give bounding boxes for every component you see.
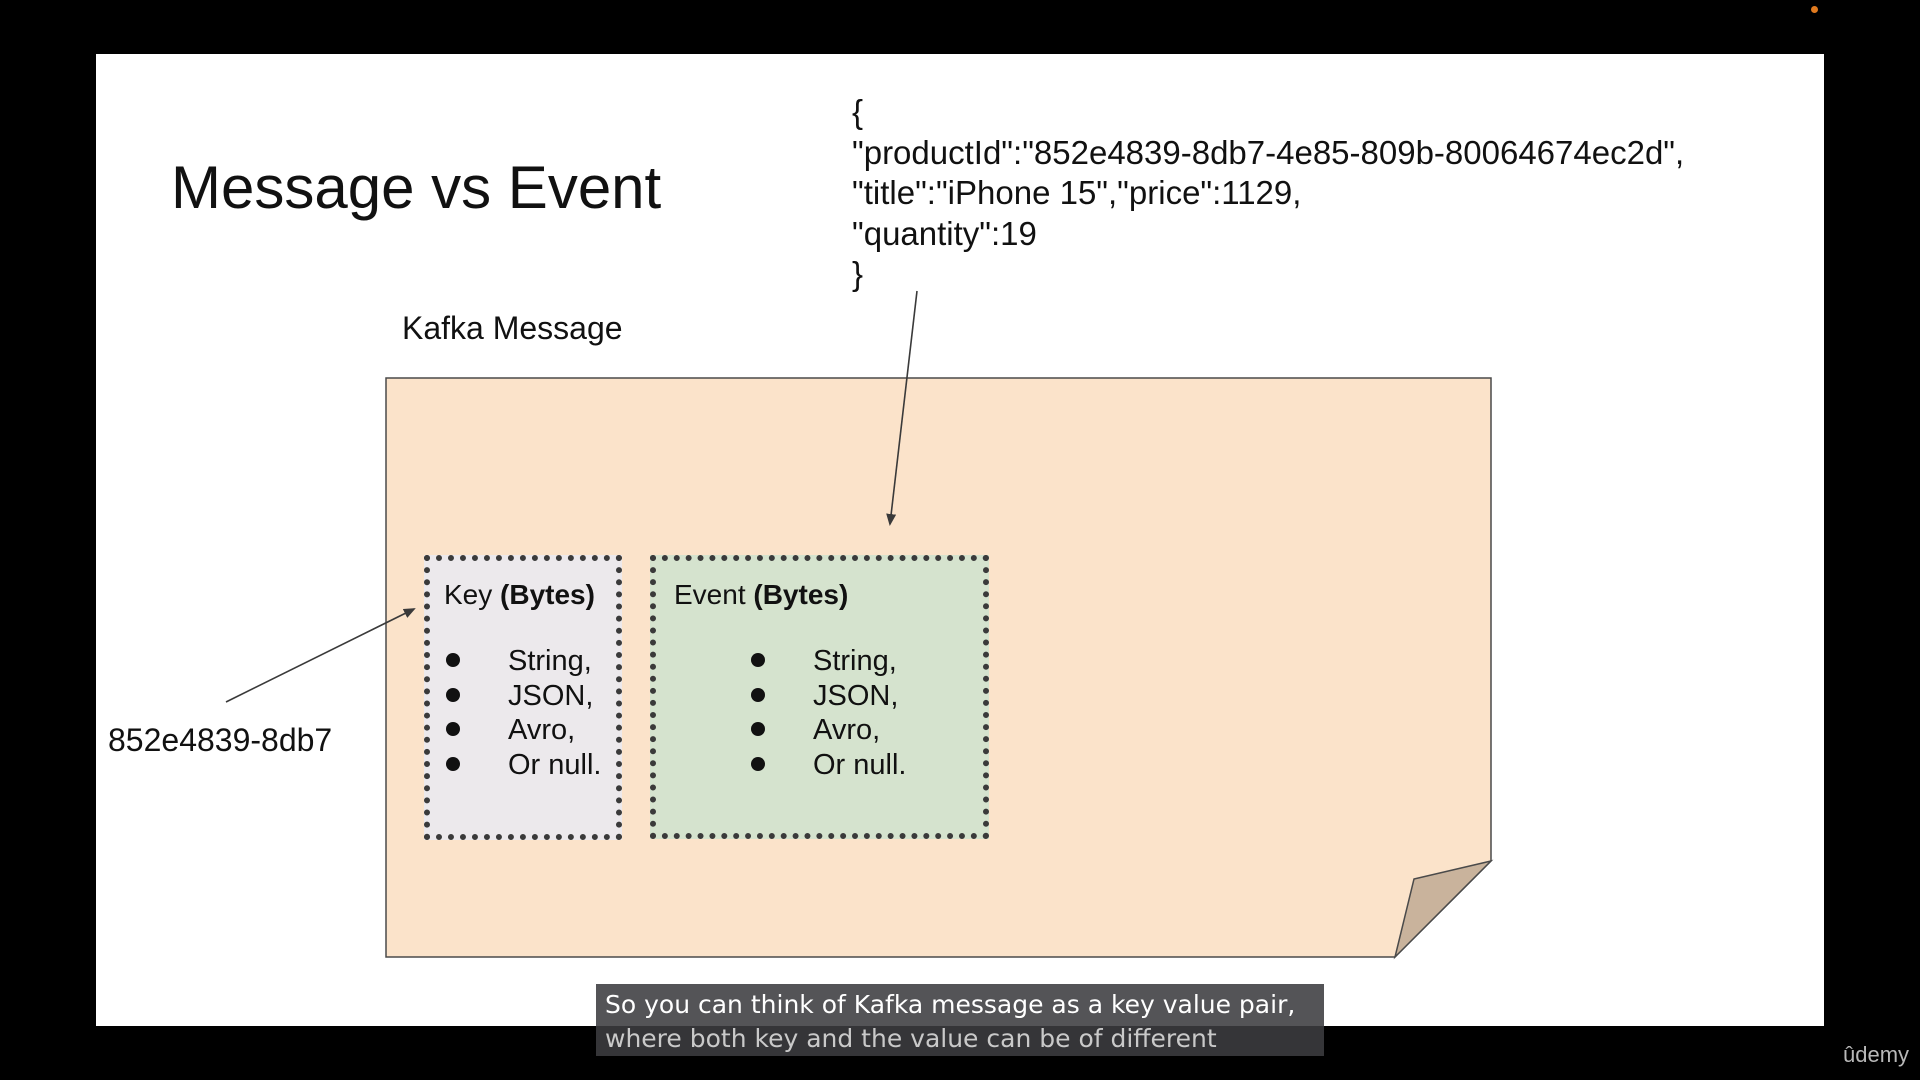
list-item: String,: [751, 644, 906, 679]
list-item: Avro,: [446, 713, 601, 748]
bullet-icon: [446, 653, 460, 668]
list-item: JSON,: [446, 679, 601, 714]
bullet-icon: [446, 756, 460, 771]
caption-line: where both key and the value can be of d…: [605, 1024, 1217, 1053]
caption-line: So you can think of Kafka message as a k…: [605, 990, 1296, 1019]
list-item-text: JSON,: [813, 679, 899, 712]
bullet-icon: [446, 722, 460, 737]
json-line: {: [852, 93, 864, 130]
caption-box: So you can think of Kafka message as a k…: [596, 984, 1324, 1056]
recording-indicator: [1811, 6, 1818, 13]
json-line: "productId":"852e4839-8db7-4e85-809b-800…: [852, 133, 1685, 171]
list-item-text: String,: [508, 645, 592, 677]
json-payload: { "productId":"852e4839-8db7-4e85-809b-8…: [852, 92, 1684, 295]
slide-title: Message vs Event: [171, 154, 662, 221]
kafka-message-label: Kafka Message: [402, 310, 623, 346]
list-item-text: Or null.: [813, 748, 907, 781]
list-item-text: Or null.: [508, 748, 602, 781]
key-example-value: 852e4839-8db7: [108, 722, 333, 758]
list-item: Or null.: [751, 748, 906, 783]
list-item: Or null.: [446, 748, 601, 783]
json-line: "quantity":19: [852, 214, 1037, 252]
key-type-list: String, JSON, Avro, Or null.: [446, 644, 601, 782]
key-title-text: Key: [444, 579, 493, 610]
bullet-icon: [446, 687, 460, 702]
udemy-logo: ûdemy: [1843, 1042, 1910, 1067]
event-box-title: Event (Bytes): [674, 579, 848, 611]
list-item-text: String,: [813, 645, 897, 677]
list-item-text: Avro,: [508, 714, 576, 746]
key-box: Key (Bytes) String, JSON, Avro, Or null.: [424, 555, 622, 840]
list-item: String,: [446, 644, 601, 679]
event-title-text: Event: [674, 579, 746, 610]
event-type-list: String, JSON, Avro, Or null.: [751, 644, 906, 782]
bullet-icon: [751, 687, 765, 702]
bullet-icon: [751, 653, 765, 668]
json-line: }: [852, 255, 864, 292]
list-item-text: JSON,: [508, 679, 594, 712]
key-box-title: Key (Bytes): [444, 579, 595, 611]
event-title-bytes: (Bytes): [753, 579, 849, 610]
event-box: Event (Bytes) String, JSON, Avro, Or nul…: [650, 555, 989, 839]
bullet-icon: [751, 722, 765, 737]
list-item: Avro,: [751, 713, 906, 748]
list-item: JSON,: [751, 679, 906, 714]
json-line: "title":"iPhone 15","price":1129,: [852, 174, 1302, 211]
list-item-text: Avro,: [813, 714, 881, 746]
key-title-bytes: (Bytes): [500, 579, 595, 610]
bullet-icon: [751, 756, 765, 771]
